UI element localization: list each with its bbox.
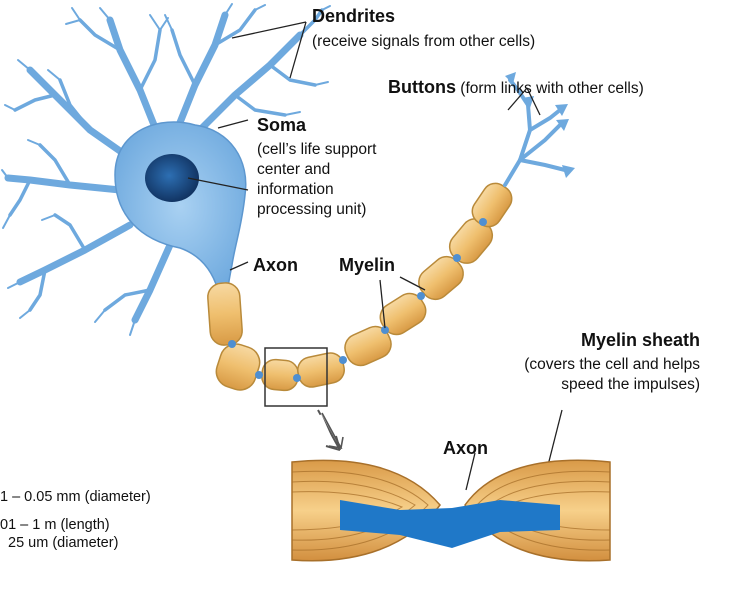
myelin-sheath-label: Myelin sheath: [474, 330, 700, 351]
soma-label: Soma: [257, 115, 306, 136]
dendrites-description: (receive signals from other cells): [312, 32, 535, 52]
soma-desc-line: (cell’s life support: [257, 140, 376, 160]
soma-body: [115, 122, 246, 290]
soma-desc-line: information: [257, 180, 376, 200]
buttons-label: Buttons: [388, 77, 456, 97]
soma-description: (cell’s life support center and informat…: [257, 140, 376, 220]
axon-label: Axon: [253, 255, 298, 276]
buttons-description: (form links with other cells): [460, 80, 643, 97]
myelin-sheath-desc-line: speed the impulses): [444, 375, 700, 395]
dendrites-label: Dendrites: [312, 6, 395, 27]
soma-desc-line: center and: [257, 160, 376, 180]
myelin-sheath-desc-line: (covers the cell and helps: [444, 355, 700, 375]
measurement-soma: 1 – 0.05 mm (diameter): [0, 488, 151, 506]
buttons-text: Buttons (form links with other cells): [388, 77, 644, 98]
myelin-label: Myelin: [339, 255, 395, 276]
myelin-sheath-description: (covers the cell and helps speed the imp…: [444, 355, 700, 395]
axon-inset-label: Axon: [443, 438, 488, 459]
soma-desc-line: processing unit): [257, 200, 376, 220]
measurement-axon-length: 01 – 1 m (length): [0, 516, 110, 534]
measurement-axon-diameter: 25 um (diameter): [8, 534, 118, 552]
myelin-sheath-closeup: [292, 460, 610, 560]
